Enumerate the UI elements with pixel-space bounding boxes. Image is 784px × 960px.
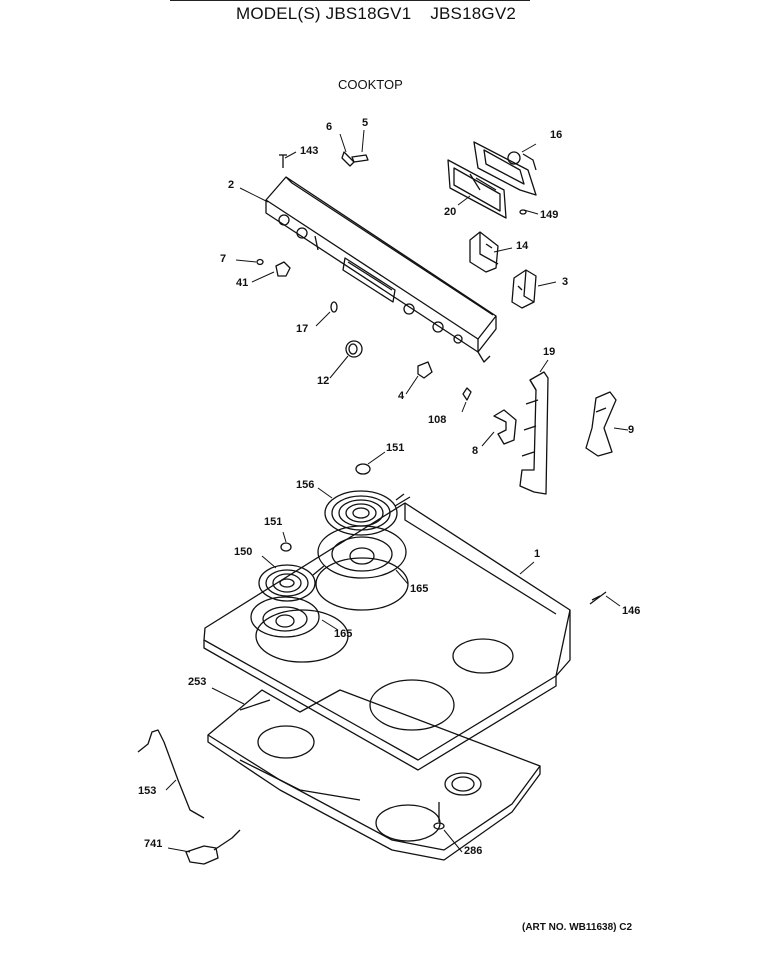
knob-4 (417, 361, 433, 379)
control-panel-backsplash (265, 176, 497, 363)
callout-741: 741 (144, 838, 163, 850)
burner-150 (258, 564, 325, 602)
model-1: JBS18GV1 (325, 4, 412, 23)
title-rule (170, 0, 530, 1)
model-title: MODEL(S) JBS18GV1 JBS18GV2 (236, 4, 516, 24)
bracket-19 (519, 371, 549, 495)
ring-151-lower (280, 542, 292, 552)
terminal-block-3 (511, 269, 537, 309)
burner-156 (324, 490, 411, 536)
callout-17: 17 (296, 323, 309, 335)
screw-108 (462, 387, 472, 401)
callout-108: 108 (428, 414, 447, 426)
bracket-9 (585, 391, 617, 457)
bulb-17 (330, 301, 338, 313)
callout-9: 9 (628, 424, 635, 436)
callout-14: 14 (516, 240, 529, 252)
callout-12: 12 (317, 375, 330, 387)
section-title: COOKTOP (338, 77, 403, 92)
callout-286: 286 (464, 845, 483, 857)
knob-part-7 (256, 258, 264, 266)
models-prefix: MODEL(S) (236, 4, 321, 23)
callout-165-lower: 165 (334, 628, 353, 640)
callout-6: 6 (326, 121, 333, 133)
clip-6 (341, 151, 355, 167)
drip-pan-165-lower (250, 596, 320, 638)
leader-lines (165, 129, 629, 853)
screw-286 (433, 802, 445, 830)
callout-150: 150 (234, 546, 253, 558)
callout-1: 1 (534, 548, 541, 560)
switch-14 (469, 231, 499, 273)
callout-153: 153 (138, 785, 157, 797)
callout-20: 20 (444, 206, 457, 218)
callout-19: 19 (543, 346, 556, 358)
terminal-741 (185, 829, 241, 865)
callout-3: 3 (562, 276, 569, 288)
art-number: (ART NO. WB11638) C2 (522, 922, 633, 933)
cooktop-main-top-1 (203, 502, 571, 771)
callout-7: 7 (220, 253, 227, 265)
callout-2: 2 (228, 179, 235, 191)
callout-4: 4 (398, 390, 405, 402)
bracket-8 (493, 409, 517, 445)
callout-41: 41 (236, 277, 249, 289)
screw-146 (589, 591, 607, 605)
knob-41 (275, 261, 291, 277)
callout-16: 16 (550, 129, 563, 141)
callout-146: 146 (622, 605, 641, 617)
lens-20 (447, 159, 507, 219)
clip-5 (351, 154, 369, 163)
wire-153 (137, 729, 205, 819)
callout-151-upper: 151 (386, 442, 405, 454)
callout-143: 143 (300, 145, 319, 157)
drip-pan-165-upper (317, 525, 407, 579)
ring-151-upper (355, 463, 371, 475)
callout-8: 8 (472, 445, 479, 457)
callout-253: 253 (188, 676, 207, 688)
knob-12 (345, 340, 363, 358)
callout-165-upper: 165 (410, 583, 429, 595)
callout-151-lower: 151 (264, 516, 283, 528)
callout-149: 149 (540, 209, 559, 221)
screw-143 (279, 154, 287, 168)
screw-149 (519, 209, 527, 215)
model-2: JBS18GV2 (430, 4, 517, 23)
callout-5: 5 (362, 117, 369, 129)
callout-156: 156 (296, 479, 315, 491)
burner-box-253 (207, 689, 541, 861)
clock-assembly-16 (473, 141, 537, 196)
